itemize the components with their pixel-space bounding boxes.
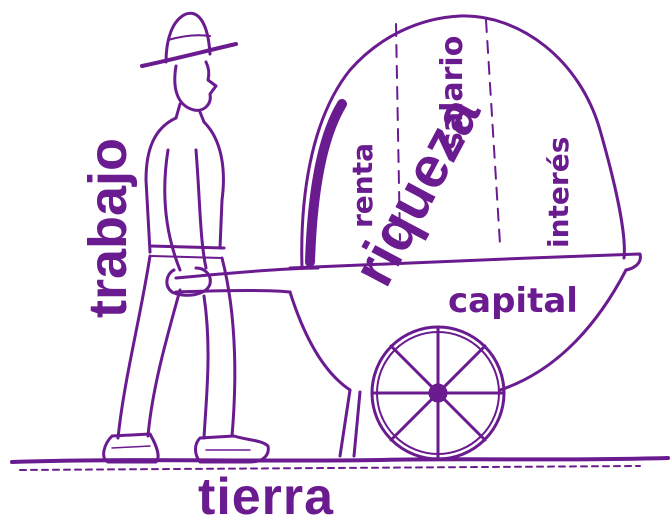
- trabajo-label: trabajo: [78, 138, 138, 318]
- ground-line-icon: [12, 458, 668, 470]
- wheel-icon: [372, 327, 504, 459]
- tierra-label: tierra: [198, 468, 334, 524]
- renta-label: renta: [346, 143, 379, 228]
- salario-label: salario: [435, 36, 470, 150]
- capital-label: capital: [448, 281, 578, 321]
- interes-label: interés: [542, 137, 575, 248]
